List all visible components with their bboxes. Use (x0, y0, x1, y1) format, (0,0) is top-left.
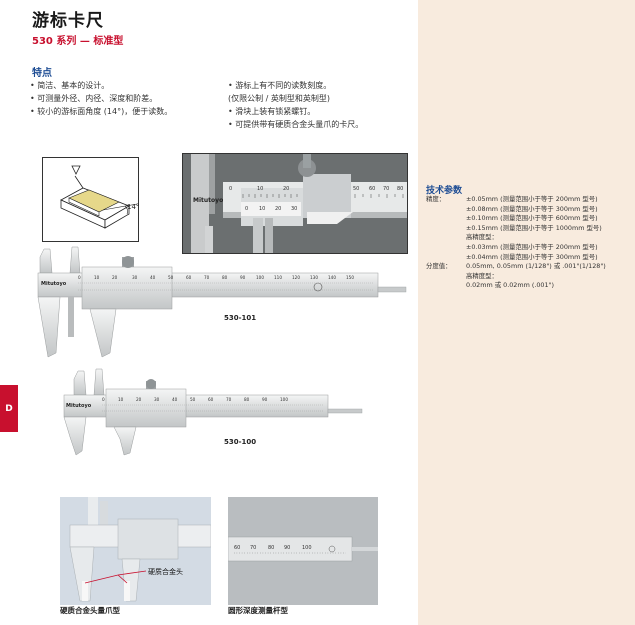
svg-text:10: 10 (259, 206, 265, 212)
svg-text:30: 30 (132, 275, 138, 280)
carbide-jaw-photo (60, 497, 211, 605)
caliper-small-brand: Mitutoyo (66, 403, 92, 409)
svg-text:50: 50 (353, 186, 359, 192)
svg-text:130: 130 (310, 275, 318, 280)
carbide-jaw-drawing (60, 497, 211, 605)
caliper-530-100-image: Mitutoyo 0 10 20 30 40 50 60 70 80 90 10… (58, 367, 370, 459)
depth-bar-photo: 60 70 80 90 100 (228, 497, 378, 605)
svg-text:20: 20 (136, 397, 142, 402)
svg-text:0: 0 (229, 186, 232, 192)
features-list-right: • 游标上有不同的读数刻度。 (仅限公制 / 英制型和英制型) • 滑块上装有锁… (228, 79, 413, 131)
svg-text:90: 90 (284, 545, 290, 551)
svg-text:60: 60 (186, 275, 192, 280)
vernier-closeup-photo: Mitutoyo 0 10 20 50 60 70 80 0 10 20 30 (182, 153, 408, 254)
features-list-left: • 简洁、基本的设计。 • 可测量外径、内径、深度和阶差。 • 较小的游标面角度… (30, 79, 215, 118)
spec-accuracy-label: 精度： (426, 195, 446, 203)
vernier-angle-diagram: 14° (42, 157, 139, 242)
svg-text:70: 70 (250, 545, 256, 551)
svg-text:60: 60 (208, 397, 214, 402)
svg-text:30: 30 (154, 397, 160, 402)
svg-text:10: 10 (94, 275, 100, 280)
carbide-tip-callout: 硬质合金头 (148, 568, 183, 576)
vernier-closeup-drawing: Mitutoyo 0 10 20 50 60 70 80 0 10 20 30 (183, 154, 407, 253)
caliper-530-101-image: Mitutoyo 0 10 20 30 40 50 60 70 80 90 10… (34, 243, 412, 363)
series-subtitle: 530 系列 — 标准型 (32, 36, 124, 47)
spec-resolution-values: 0.05mm, 0.05mm (1/128") 或 .001"(1/128") … (466, 262, 606, 291)
photo-vernier-scale: 0 10 20 30 (245, 206, 297, 212)
feature-item: • 可测量外径、内径、深度和阶差。 (30, 94, 158, 103)
svg-text:110: 110 (274, 275, 282, 280)
svg-text:50: 50 (168, 275, 174, 280)
feature-item: • 可提供带有硬质合金头量爪的卡尺。 (228, 120, 364, 129)
svg-text:10: 10 (257, 186, 263, 192)
svg-text:100: 100 (280, 397, 288, 402)
svg-text:40: 40 (150, 275, 156, 280)
caliper-big-scale: 0 10 20 30 40 50 60 70 80 90 100 110 120… (78, 275, 354, 280)
caliper-530-101-drawing: Mitutoyo 0 10 20 30 40 50 60 70 80 90 10… (37, 246, 407, 358)
svg-text:0: 0 (102, 397, 105, 402)
carbide-jaw-caption: 硬质合金头量爪型 (60, 606, 120, 615)
svg-text:80: 80 (244, 397, 250, 402)
caliper-530-100-drawing: Mitutoyo 0 10 20 30 40 50 60 70 80 90 10… (63, 368, 363, 456)
svg-text:80: 80 (268, 545, 274, 551)
section-tab-d: D (0, 385, 18, 432)
page-title: 游标卡尺 (32, 11, 104, 31)
svg-text:50: 50 (190, 397, 196, 402)
spec-line: ±0.10mm (测量范围小于等于 600mm 型号) (466, 214, 598, 223)
svg-text:70: 70 (226, 397, 232, 402)
feature-item: • 游标上有不同的读数刻度。 (228, 81, 332, 90)
svg-text:20: 20 (283, 186, 289, 192)
spec-line: ±0.08mm (测量范围小于等于 300mm 型号) (466, 204, 598, 213)
depth-bar-drawing: 60 70 80 90 100 (228, 497, 378, 605)
svg-text:40: 40 (172, 397, 178, 402)
svg-text:0: 0 (78, 275, 81, 280)
feature-item: • 简洁、基本的设计。 (30, 81, 110, 90)
model-label-530-100: 530-100 (224, 438, 257, 446)
svg-text:150: 150 (346, 275, 354, 280)
model-label-530-101: 530-101 (224, 314, 257, 322)
svg-text:60: 60 (234, 545, 240, 551)
svg-text:100: 100 (302, 545, 312, 551)
svg-text:80: 80 (222, 275, 228, 280)
spec-resolution-label: 分度值： (426, 262, 452, 270)
svg-text:20: 20 (275, 206, 281, 212)
feature-item: • 滑块上装有锁紧螺钉。 (228, 107, 316, 116)
svg-text:100: 100 (256, 275, 264, 280)
svg-text:30: 30 (291, 206, 297, 212)
caliper-big-brand: Mitutoyo (41, 281, 67, 287)
spec-line: ±0.15mm (测量范围小于等于 1000mm 型号) (466, 223, 602, 232)
spec-line: ±0.03mm (测量范围小于等于 200mm 型号) (466, 242, 598, 251)
specs-heading: 技术参数 (426, 186, 463, 196)
svg-text:10: 10 (118, 397, 124, 402)
spec-line: 高精度型： (466, 233, 498, 242)
photo-main-scale: 0 10 20 50 60 70 80 (229, 186, 403, 192)
svg-text:90: 90 (240, 275, 246, 280)
svg-text:90: 90 (262, 397, 268, 402)
photo-brand-label: Mitutoyo (193, 197, 223, 204)
depth-bar-caption: 圆形深度测量杆型 (228, 606, 288, 615)
features-heading: 特点 (32, 68, 52, 79)
spec-line: 高精度型： (466, 271, 498, 280)
specs-panel-background (418, 0, 635, 625)
spec-accuracy-values: ±0.05mm (测量范围小于等于 200mm 型号) ±0.08mm (测量范… (466, 195, 602, 262)
svg-text:80: 80 (397, 186, 403, 192)
svg-text:70: 70 (383, 186, 389, 192)
spec-line: 0.02mm 或 0.02mm (.001") (466, 281, 554, 290)
feature-item: • 较小的游标面角度 (14°)，便于读数。 (30, 107, 173, 116)
depth-bar-scale: 60 70 80 90 100 (234, 545, 312, 551)
svg-text:120: 120 (292, 275, 300, 280)
svg-text:60: 60 (369, 186, 375, 192)
feature-item: (仅限公制 / 英制型和英制型) (228, 94, 331, 103)
spec-line: ±0.05mm (测量范围小于等于 200mm 型号) (466, 195, 598, 203)
svg-text:140: 140 (328, 275, 336, 280)
caliper-small-scale: 0 10 20 30 40 50 60 70 80 90 100 (102, 397, 288, 402)
svg-text:70: 70 (204, 275, 210, 280)
vernier-angle-drawing: 14° (60, 165, 139, 229)
angle-label: 14° (127, 203, 139, 211)
svg-text:20: 20 (112, 275, 118, 280)
spec-line: ±0.04mm (测量范围小于等于 300mm 型号) (466, 252, 598, 261)
svg-text:0: 0 (245, 206, 248, 212)
spec-line: 0.05mm, 0.05mm (1/128") 或 .001"(1/128") (466, 262, 606, 270)
